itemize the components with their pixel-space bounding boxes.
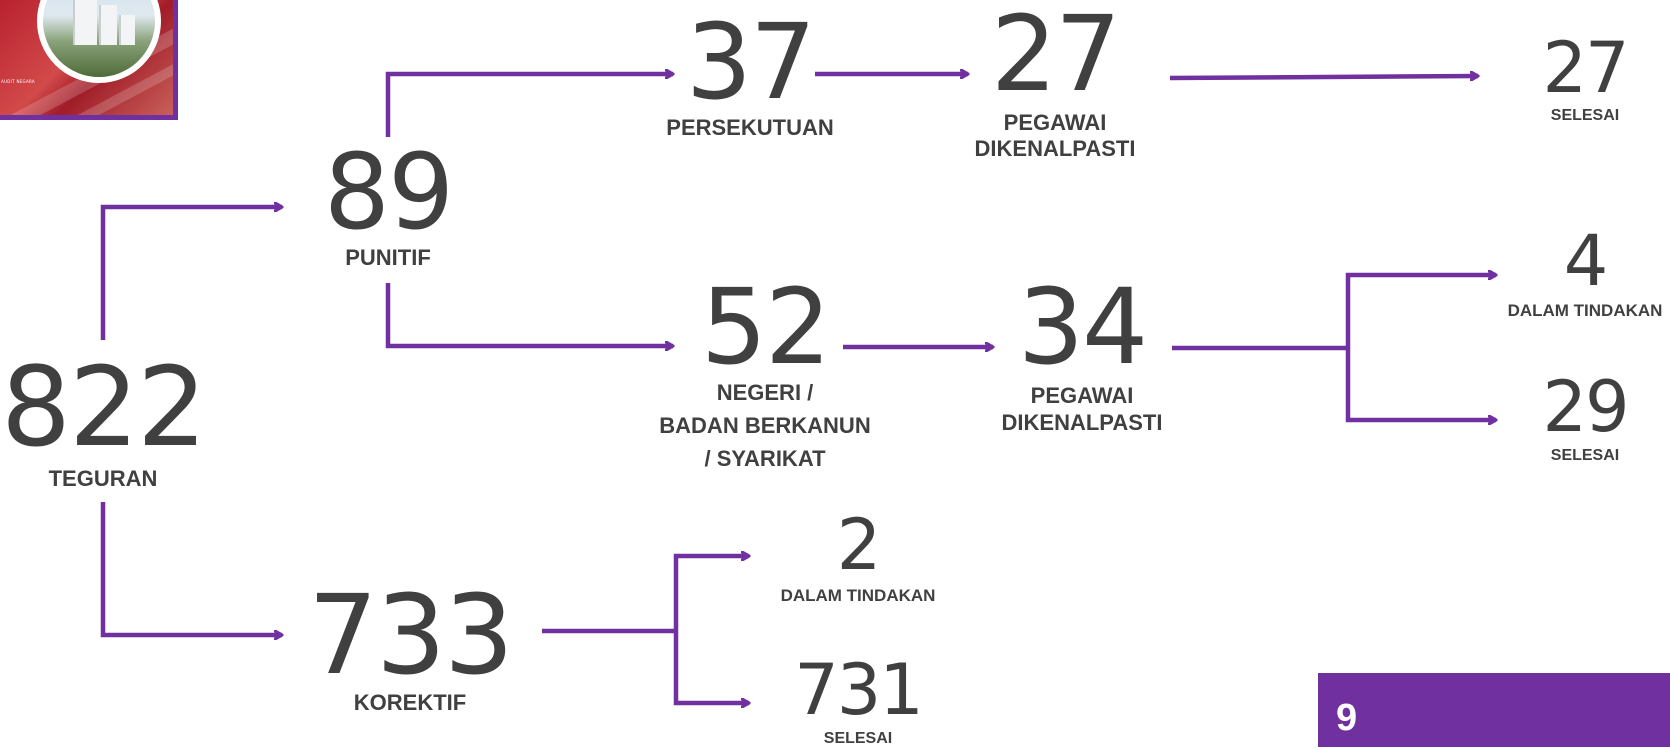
negeri-dalam-tindakan-count: 4 [1563, 220, 1609, 302]
korektif-label: KOREKTIF [353, 690, 467, 715]
pegawai-label-line: PEGAWAI [1030, 383, 1134, 408]
negeri-label-line: / SYARIKAT [704, 446, 826, 471]
footer-bar: 9 [1318, 673, 1670, 747]
arrow-teguran-to-korektif [100, 502, 282, 635]
negeri-count: 52 [700, 266, 831, 388]
persekutuan-selesai-count: 27 [1542, 27, 1629, 109]
arrow-to-selesai-29 [1345, 348, 1496, 420]
cover-caption: AUDIT NEGARA [1, 79, 35, 84]
arrow-to-selesai-731 [673, 631, 749, 703]
negeri-dalam-tindakan-label: DALAM TINDAKAN [1507, 301, 1663, 320]
arrow-to-dalam-tindakan-4 [1345, 275, 1496, 348]
teguran-count: 822 [1, 343, 207, 471]
persekutuan-count: 37 [685, 1, 816, 123]
arrow-pegawai-to-selesai [1169, 76, 1478, 78]
punitif-label: PUNITIF [345, 245, 431, 270]
korektif-dalam-tindakan-count: 2 [836, 504, 882, 586]
pegawai-label-line: PEGAWAI [1003, 110, 1107, 135]
teguran-label: TEGURAN [48, 466, 158, 491]
punitif-count: 89 [323, 131, 454, 253]
page-number: 9 [1336, 697, 1358, 739]
korektif-selesai-count: 731 [794, 649, 924, 731]
report-cover-thumbnail: AUDIT NEGARA [0, 0, 178, 120]
negeri-pegawai-label: PEGAWAI DIKENALPASTI [982, 382, 1182, 436]
persekutuan-selesai-label: SELESAI [1550, 107, 1620, 124]
arrow-punitif-to-persekutuan [385, 74, 673, 137]
negeri-pegawai-count: 34 [1017, 266, 1148, 388]
persekutuan-label: PERSEKUTUAN [666, 115, 834, 140]
negeri-label: NEGERI / BADAN BERKANUN / SYARIKAT [640, 376, 890, 475]
arrow-to-dalam-tindakan-2 [673, 556, 749, 631]
negeri-label-line: NEGERI / [716, 380, 814, 405]
pegawai-label-line: DIKENALPASTI [1001, 410, 1163, 435]
negeri-selesai-label: SELESAI [1550, 447, 1620, 464]
korektif-dalam-tindakan-label: DALAM TINDAKAN [780, 586, 936, 605]
korektif-selesai-label: SELESAI [823, 730, 893, 747]
pegawai-label-line: DIKENALPASTI [974, 136, 1136, 161]
negeri-label-line: BADAN BERKANUN [659, 413, 871, 438]
korektif-count: 733 [308, 571, 514, 699]
arrow-punitif-to-negeri [385, 283, 673, 346]
persekutuan-pegawai-count: 27 [990, 0, 1121, 115]
negeri-selesai-count: 29 [1542, 366, 1629, 448]
arrow-teguran-to-punitif [100, 207, 282, 340]
persekutuan-pegawai-label: PEGAWAI DIKENALPASTI [955, 110, 1155, 162]
